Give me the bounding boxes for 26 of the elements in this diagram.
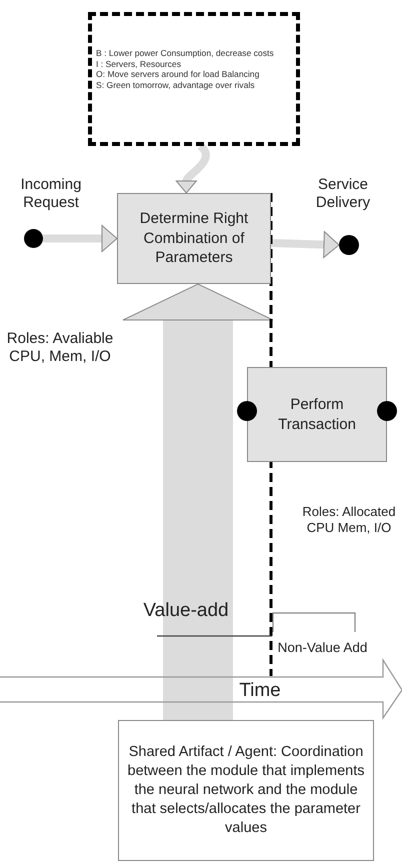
process-box bbox=[247, 367, 387, 462]
endpoint-label: Incoming Request bbox=[20, 176, 82, 212]
annotation-text: Time bbox=[238, 680, 282, 703]
endpoint-dot bbox=[339, 235, 359, 255]
box-label: Shared Artifact / Agent: Coordination between the module that implements the neural network and the module that selects/allocates the parameter values bbox=[126, 743, 366, 838]
annotation-text: Roles: Allocated CPU Mem, I/O bbox=[301, 504, 397, 536]
note-text: S: Green tomorrow, advantage over rivals bbox=[96, 80, 256, 91]
arrow bbox=[270, 231, 340, 258]
block-arrow bbox=[122, 284, 274, 720]
endpoint-label: Service Delivery bbox=[314, 176, 372, 212]
annotation-text: Value-add bbox=[142, 600, 230, 623]
process-box bbox=[117, 193, 271, 284]
annotation-text: Roles: Avaliable CPU, Mem, I/O bbox=[6, 330, 114, 366]
box-label: Perform Transaction bbox=[277, 395, 357, 434]
annotation-text: Non-Value Add bbox=[276, 640, 368, 656]
arrow bbox=[43, 225, 118, 252]
note-text: O: Move servers around for load Balancing bbox=[96, 69, 260, 80]
note-text: B : Lower power Consumption, decrease costs bbox=[96, 48, 275, 59]
endpoint-dot bbox=[24, 229, 43, 248]
arrow bbox=[176, 143, 210, 193]
endpoint-dot bbox=[377, 401, 397, 421]
endpoint-dot bbox=[237, 401, 257, 421]
note-box bbox=[88, 12, 300, 146]
note-text: I : Servers, Resources bbox=[96, 58, 182, 70]
text-box bbox=[118, 720, 374, 861]
box-label: Determine Right Combination of Parameters bbox=[138, 209, 250, 268]
